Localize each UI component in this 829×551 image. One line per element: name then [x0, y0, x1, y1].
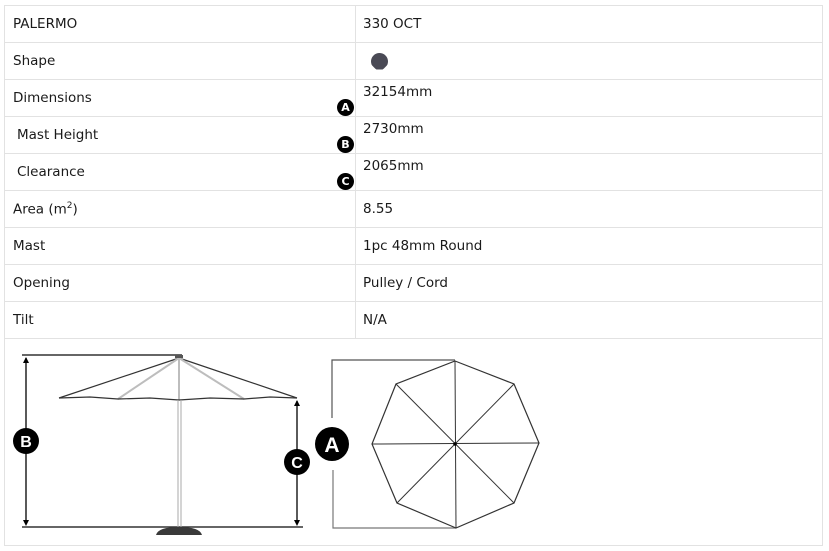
side-view-diagram: B C	[13, 354, 310, 535]
row-label: Opening	[4, 264, 356, 302]
table-row-mast: Mast 1pc 48mm Round	[4, 227, 823, 265]
svg-text:C: C	[291, 455, 303, 472]
row-label: Mast	[4, 227, 356, 265]
table-row-header: PALERMO 330 OCT	[4, 5, 823, 43]
marker-b-icon	[13, 428, 39, 454]
table-row-shape: Shape	[4, 42, 823, 80]
row-value: 32154mm	[355, 79, 823, 117]
diagram-cell	[4, 338, 823, 546]
svg-text:A: A	[324, 434, 339, 457]
marker-c-icon	[284, 449, 310, 475]
row-value: 2065mm	[355, 153, 823, 191]
row-value: 8.55	[355, 190, 823, 228]
marker-b-icon: B	[337, 136, 354, 153]
table-row-diagram	[4, 338, 823, 546]
marker-c-icon: C	[337, 173, 354, 190]
svg-text:B: B	[20, 434, 32, 451]
row-value: 1pc 48mm Round	[355, 227, 823, 265]
marker-a-icon: A	[337, 99, 354, 116]
row-value	[355, 42, 823, 80]
table-row-area: Area (m2) 8.55	[4, 190, 823, 228]
row-label: Area (m2)	[4, 190, 356, 228]
model-name: PALERMO	[4, 5, 356, 43]
model-code: 330 OCT	[355, 5, 823, 43]
octagon-shape-icon	[371, 52, 388, 70]
table-row-opening: Opening Pulley / Cord	[4, 264, 823, 302]
marker-a-icon	[315, 427, 349, 461]
top-view-diagram: A	[315, 359, 540, 529]
